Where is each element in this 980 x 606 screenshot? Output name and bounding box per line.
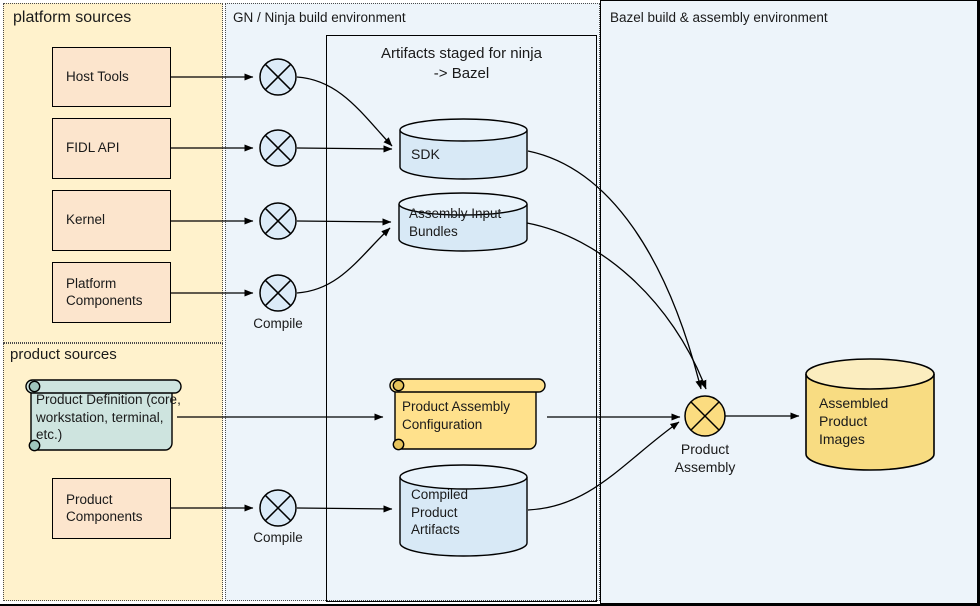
product-components-label: Product Components — [66, 491, 143, 524]
product-definition-label: Product Definition (core, workstation, t… — [36, 392, 181, 443]
host-tools-box: Host Tools — [52, 47, 171, 107]
product-sources-title: product sources — [10, 346, 117, 363]
bazel-panel — [600, 0, 978, 604]
sdk-label: SDK — [411, 146, 440, 162]
artifacts-staging-title: Artifacts staged for ninja -> Bazel — [381, 45, 542, 83]
compiled-product-artifacts-label: Compiled Product Artifacts — [411, 487, 469, 538]
bazel-title: Bazel build & assembly environment — [610, 10, 828, 25]
product-components-box: Product Components — [52, 478, 171, 539]
platform-components-box: Platform Components — [52, 262, 171, 323]
compiled-product-artifacts-cylinder — [399, 464, 528, 557]
fidl-api-label: FIDL API — [66, 140, 120, 156]
kernel-label: Kernel — [66, 212, 106, 228]
compile-platform-label: Compile — [253, 316, 303, 331]
product-assembly-configuration-label: Product Assembly Configuration — [402, 399, 511, 432]
product-assembly-configuration-scroll — [389, 378, 546, 451]
platform-components-label: Platform Components — [66, 275, 143, 308]
product-definition-scroll — [25, 379, 182, 452]
fidl-api-box: FIDL API — [52, 118, 171, 179]
compile-product-label: Compile — [253, 530, 303, 545]
platform-sources-title: platform sources — [13, 9, 132, 26]
assembly-input-bundles-cylinder — [398, 192, 528, 252]
gn-ninja-title: GN / Ninja build environment — [233, 10, 406, 25]
assembly-input-bundles-label: Assembly Input Bundles — [409, 206, 502, 239]
assembled-product-images-label: Assembled Product Images — [819, 395, 889, 448]
product-assembly-label: Product Assembly — [674, 441, 736, 476]
kernel-box: Kernel — [52, 190, 171, 251]
sdk-cylinder — [399, 118, 528, 180]
host-tools-label: Host Tools — [66, 68, 129, 84]
assembled-product-images-cylinder — [805, 358, 935, 471]
